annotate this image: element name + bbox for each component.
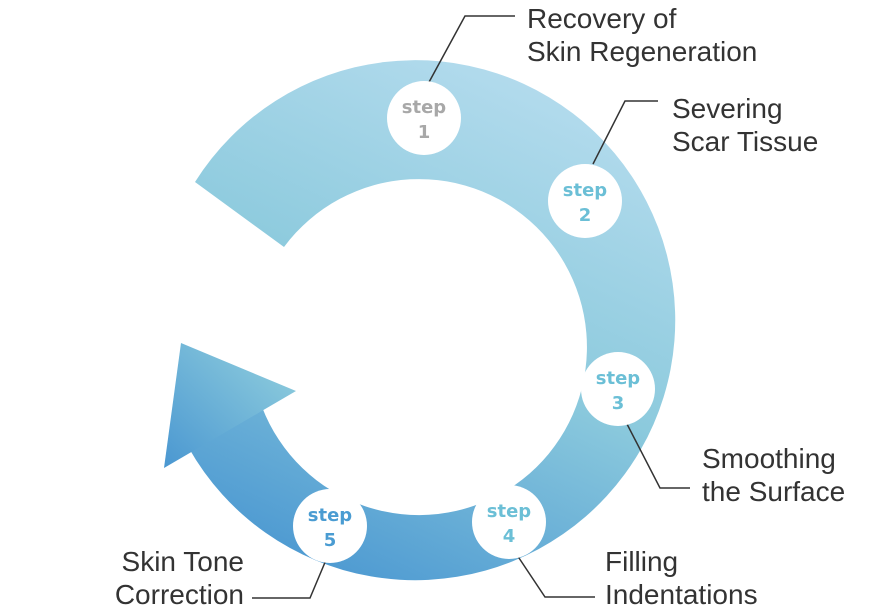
step-2-label-line-2: Scar Tissue (672, 126, 819, 157)
step-4-number: 4 (503, 526, 516, 547)
step-1-number: 1 (418, 122, 431, 143)
leader-line-step4 (514, 551, 595, 598)
step-1-label-line-2: Skin Regeneration (527, 36, 758, 67)
step-5-label: Skin Tone Correction (115, 545, 244, 611)
step-badge-2: step 2 (548, 164, 622, 238)
step-3-label: Smoothing the Surface (702, 442, 845, 508)
step-badge-5: step 5 (293, 489, 367, 563)
step-3-label-line-2: the Surface (702, 476, 846, 507)
leader-line-step1 (427, 15, 515, 85)
step-1-label: Recovery of Skin Regeneration (527, 2, 757, 68)
leader-lines (252, 15, 690, 599)
step-2-number: 2 (579, 205, 592, 226)
step-4-label: Filling Indentations (605, 545, 758, 611)
step-4-label-line-1: Filling (605, 546, 679, 577)
step-2-label: Severing Scar Tissue (672, 92, 818, 158)
leader-line-step5 (252, 559, 327, 599)
leader-line-step3 (626, 423, 690, 489)
step-1-word: step (402, 97, 447, 118)
cycle-arrow-head (164, 343, 296, 468)
step-4-label-line-2: Indentations (605, 579, 758, 610)
step-5-label-line-1: Skin Tone (121, 546, 244, 577)
step-5-word: step (308, 505, 353, 526)
step-5-label-line-2: Correction (114, 579, 244, 610)
step-3-number: 3 (612, 393, 625, 414)
step-1-label-line-1: Recovery of (527, 3, 677, 34)
step-4-word: step (487, 501, 532, 522)
step-2-word: step (563, 180, 608, 201)
step-2-label-line-1: Severing (672, 93, 783, 124)
leader-line-step2 (592, 100, 658, 165)
step-3-word: step (596, 368, 641, 389)
step-badge-1: step 1 (387, 81, 461, 155)
step-5-number: 5 (324, 530, 337, 551)
step-3-label-line-1: Smoothing (702, 443, 836, 474)
step-badge-4: step 4 (472, 485, 546, 559)
step-badge-3: step 3 (581, 352, 655, 426)
